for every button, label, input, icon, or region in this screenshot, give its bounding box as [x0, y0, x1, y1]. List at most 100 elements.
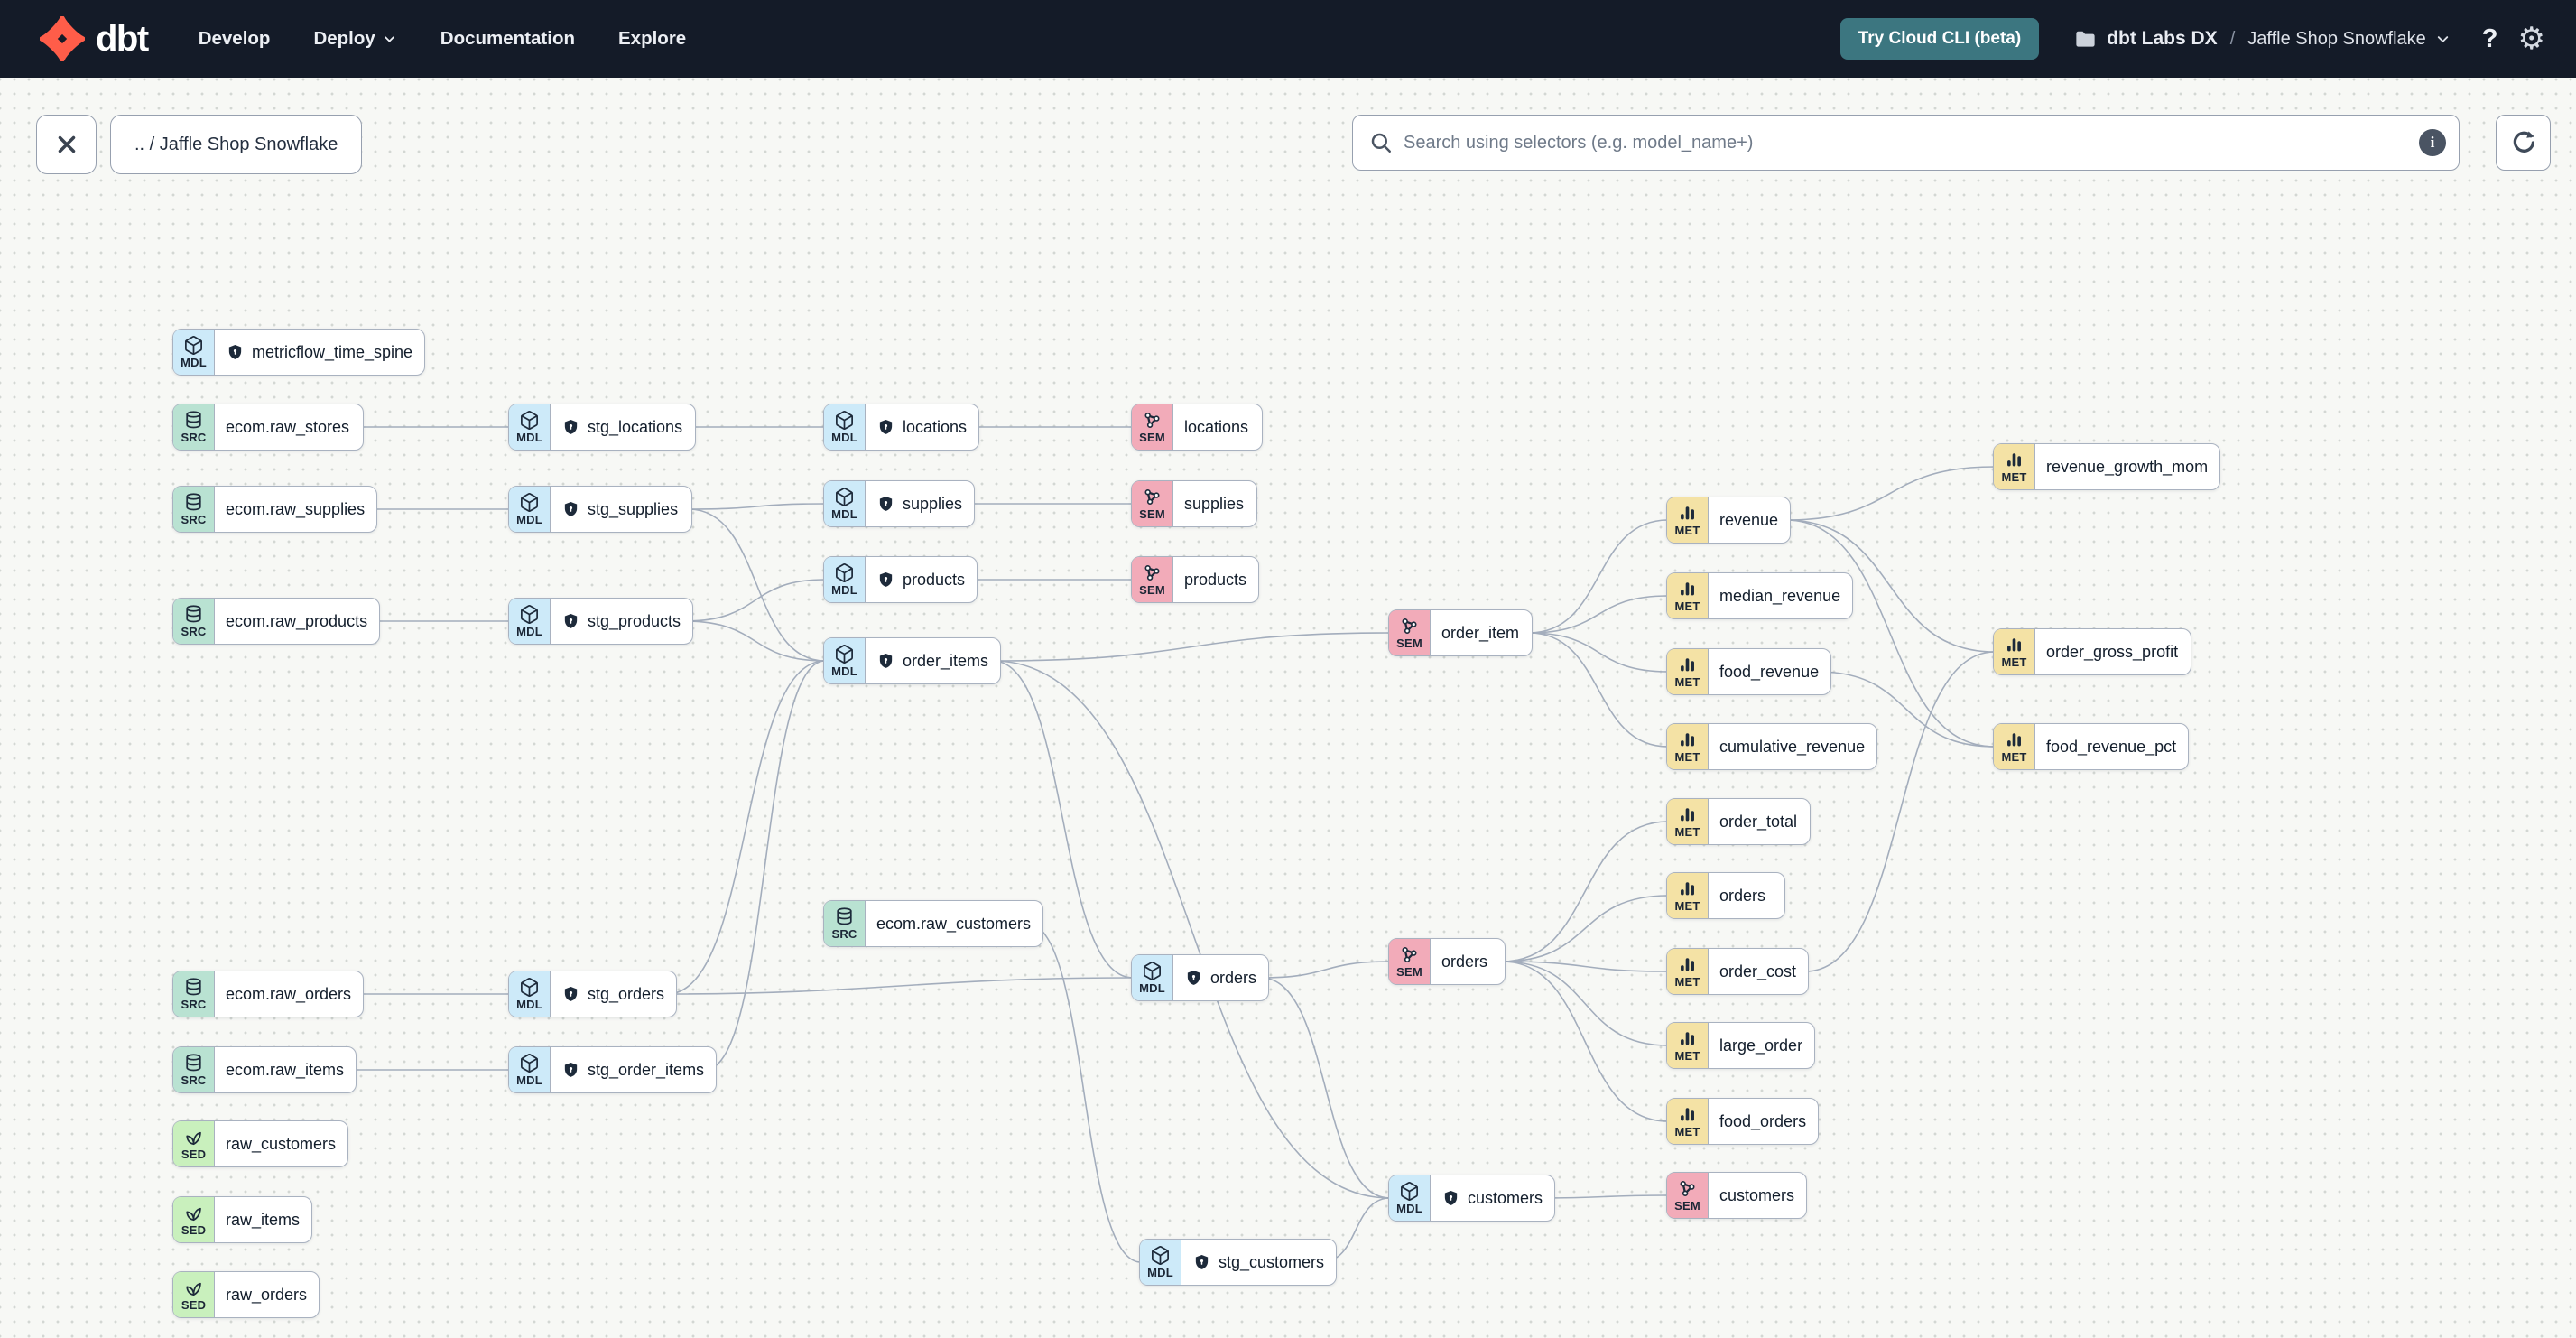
node-label: locations: [1173, 404, 1260, 450]
node-name: products: [1184, 570, 1247, 589]
node-type-label: SRC: [831, 927, 857, 942]
node-sem_orders[interactable]: SEM orders: [1388, 938, 1506, 985]
project-picker[interactable]: dbt Labs DX / Jaffle Shop Snowflake: [2073, 27, 2451, 51]
node-type-badge: MDL: [824, 404, 866, 450]
node-type-badge: MET: [1667, 873, 1709, 918]
node-name: stg_orders: [588, 984, 665, 1003]
close-lineage-button[interactable]: [36, 115, 97, 174]
search-input[interactable]: [1404, 132, 2419, 153]
dbt-logo[interactable]: dbt: [40, 16, 149, 61]
contract-shield-icon: [564, 613, 578, 628]
node-type-badge: SED: [173, 1197, 215, 1242]
node-name: metricflow_time_spine: [252, 342, 413, 361]
node-label: ecom.raw_supplies: [215, 487, 376, 532]
node-type-label: MDL: [516, 431, 542, 445]
node-name: orders: [1441, 952, 1488, 971]
try-cloud-cli-button[interactable]: Try Cloud CLI (beta): [1839, 18, 2040, 60]
database-icon: [186, 605, 201, 623]
nav-item-develop[interactable]: Develop: [198, 28, 271, 49]
node-name: food_orders: [1719, 1111, 1807, 1130]
info-icon[interactable]: i: [2419, 129, 2446, 156]
lineage-breadcrumb[interactable]: .. / Jaffle Shop Snowflake: [110, 115, 363, 174]
model-cube-icon: [1401, 1182, 1418, 1202]
node-name: order_gross_profit: [2046, 642, 2179, 661]
database-icon: [837, 907, 852, 925]
help-icon[interactable]: ?: [2481, 23, 2498, 53]
node-type-badge: MET: [1667, 1023, 1709, 1068]
contract-shield-icon: [228, 344, 242, 359]
node-label: locations: [866, 404, 978, 450]
node-name: stg_customers: [1219, 1252, 1325, 1271]
node-label: revenue_growth_mom: [2035, 444, 2219, 489]
node-label: order_gross_profit: [2035, 629, 2190, 674]
nav-item-documentation[interactable]: Documentation: [440, 28, 575, 49]
node-type-label: SEM: [1396, 965, 1422, 980]
node-type-badge: MET: [1994, 724, 2035, 769]
node-name: supplies: [1184, 494, 1245, 513]
node-met_food_revenue_pct[interactable]: MET food_revenue_pct: [1993, 723, 2190, 770]
contract-shield-icon: [879, 571, 893, 587]
node-type-label: SEM: [1139, 507, 1165, 522]
contract-shield-icon: [564, 419, 578, 434]
node-name: ecom.raw_stores: [226, 417, 350, 436]
model-cube-icon: [521, 411, 538, 431]
metric-bars-icon: [1681, 733, 1694, 747]
nav-item-explore[interactable]: Explore: [618, 28, 687, 49]
node-label: ecom.raw_orders: [215, 971, 363, 1017]
node-type-label: MDL: [516, 1073, 542, 1088]
metric-bars-icon: [2007, 733, 2021, 747]
gear-icon[interactable]: ⚙: [2517, 22, 2545, 56]
node-label: supplies: [866, 481, 974, 526]
node-label: raw_items: [215, 1197, 311, 1242]
node-name: order_cost: [1719, 962, 1797, 980]
node-name: stg_products: [588, 611, 681, 630]
node-label: customers: [1431, 1175, 1554, 1221]
metric-bars-icon: [1681, 958, 1694, 971]
nav-item-deploy[interactable]: Deploy: [313, 28, 396, 50]
refresh-button[interactable]: [2496, 115, 2551, 171]
node-name: order_total: [1719, 812, 1798, 831]
node-sem_supplies[interactable]: SEM supplies: [1131, 480, 1257, 527]
node-name: food_revenue_pct: [2046, 737, 2177, 756]
node-label: orders: [1431, 939, 1499, 984]
node-type-label: SED: [181, 1148, 207, 1162]
